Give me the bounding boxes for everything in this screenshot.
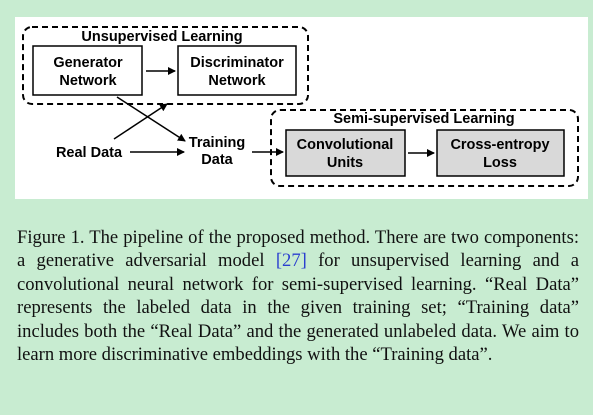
cross-entropy-loss-box — [436, 129, 565, 177]
figure-caption: Figure 1. The pipeline of the proposed m… — [17, 226, 579, 366]
convolutional-label-line2: Units — [327, 155, 363, 171]
training-data-label-line2: Data — [201, 152, 233, 168]
discriminator-label-line2: Network — [208, 73, 266, 89]
real-data-to-discriminator-arrow — [113, 103, 168, 140]
generator-to-training-arrow — [116, 96, 186, 142]
unsupervised-group-box — [22, 26, 309, 105]
discriminator-network-box — [177, 45, 297, 96]
discriminator-label-line1: Discriminator — [190, 55, 284, 71]
cross-entropy-label-line2: Loss — [483, 155, 517, 171]
convolutional-units-box — [285, 129, 406, 177]
cross-entropy-label-line1: Cross-entropy — [450, 137, 549, 153]
training-data-label-line1: Training — [189, 135, 245, 151]
generator-label-line1: Generator — [53, 55, 123, 71]
caption-suffix: for unsupervised learning and a convolut… — [17, 250, 579, 366]
caption-prefix: Figure 1. The pipeline of the proposed m… — [17, 227, 579, 272]
semi-supervised-group-label: Semi-supervised Learning — [333, 111, 514, 127]
convolutional-label-line1: Convolutional — [297, 137, 394, 153]
generator-network-box — [32, 45, 143, 96]
generator-label-line2: Network — [59, 73, 117, 89]
unsupervised-group-label: Unsupervised Learning — [81, 29, 242, 45]
real-data-label: Real Data — [56, 145, 123, 161]
semi-supervised-group-box — [270, 109, 579, 187]
citation-link[interactable]: 27 — [276, 250, 307, 271]
